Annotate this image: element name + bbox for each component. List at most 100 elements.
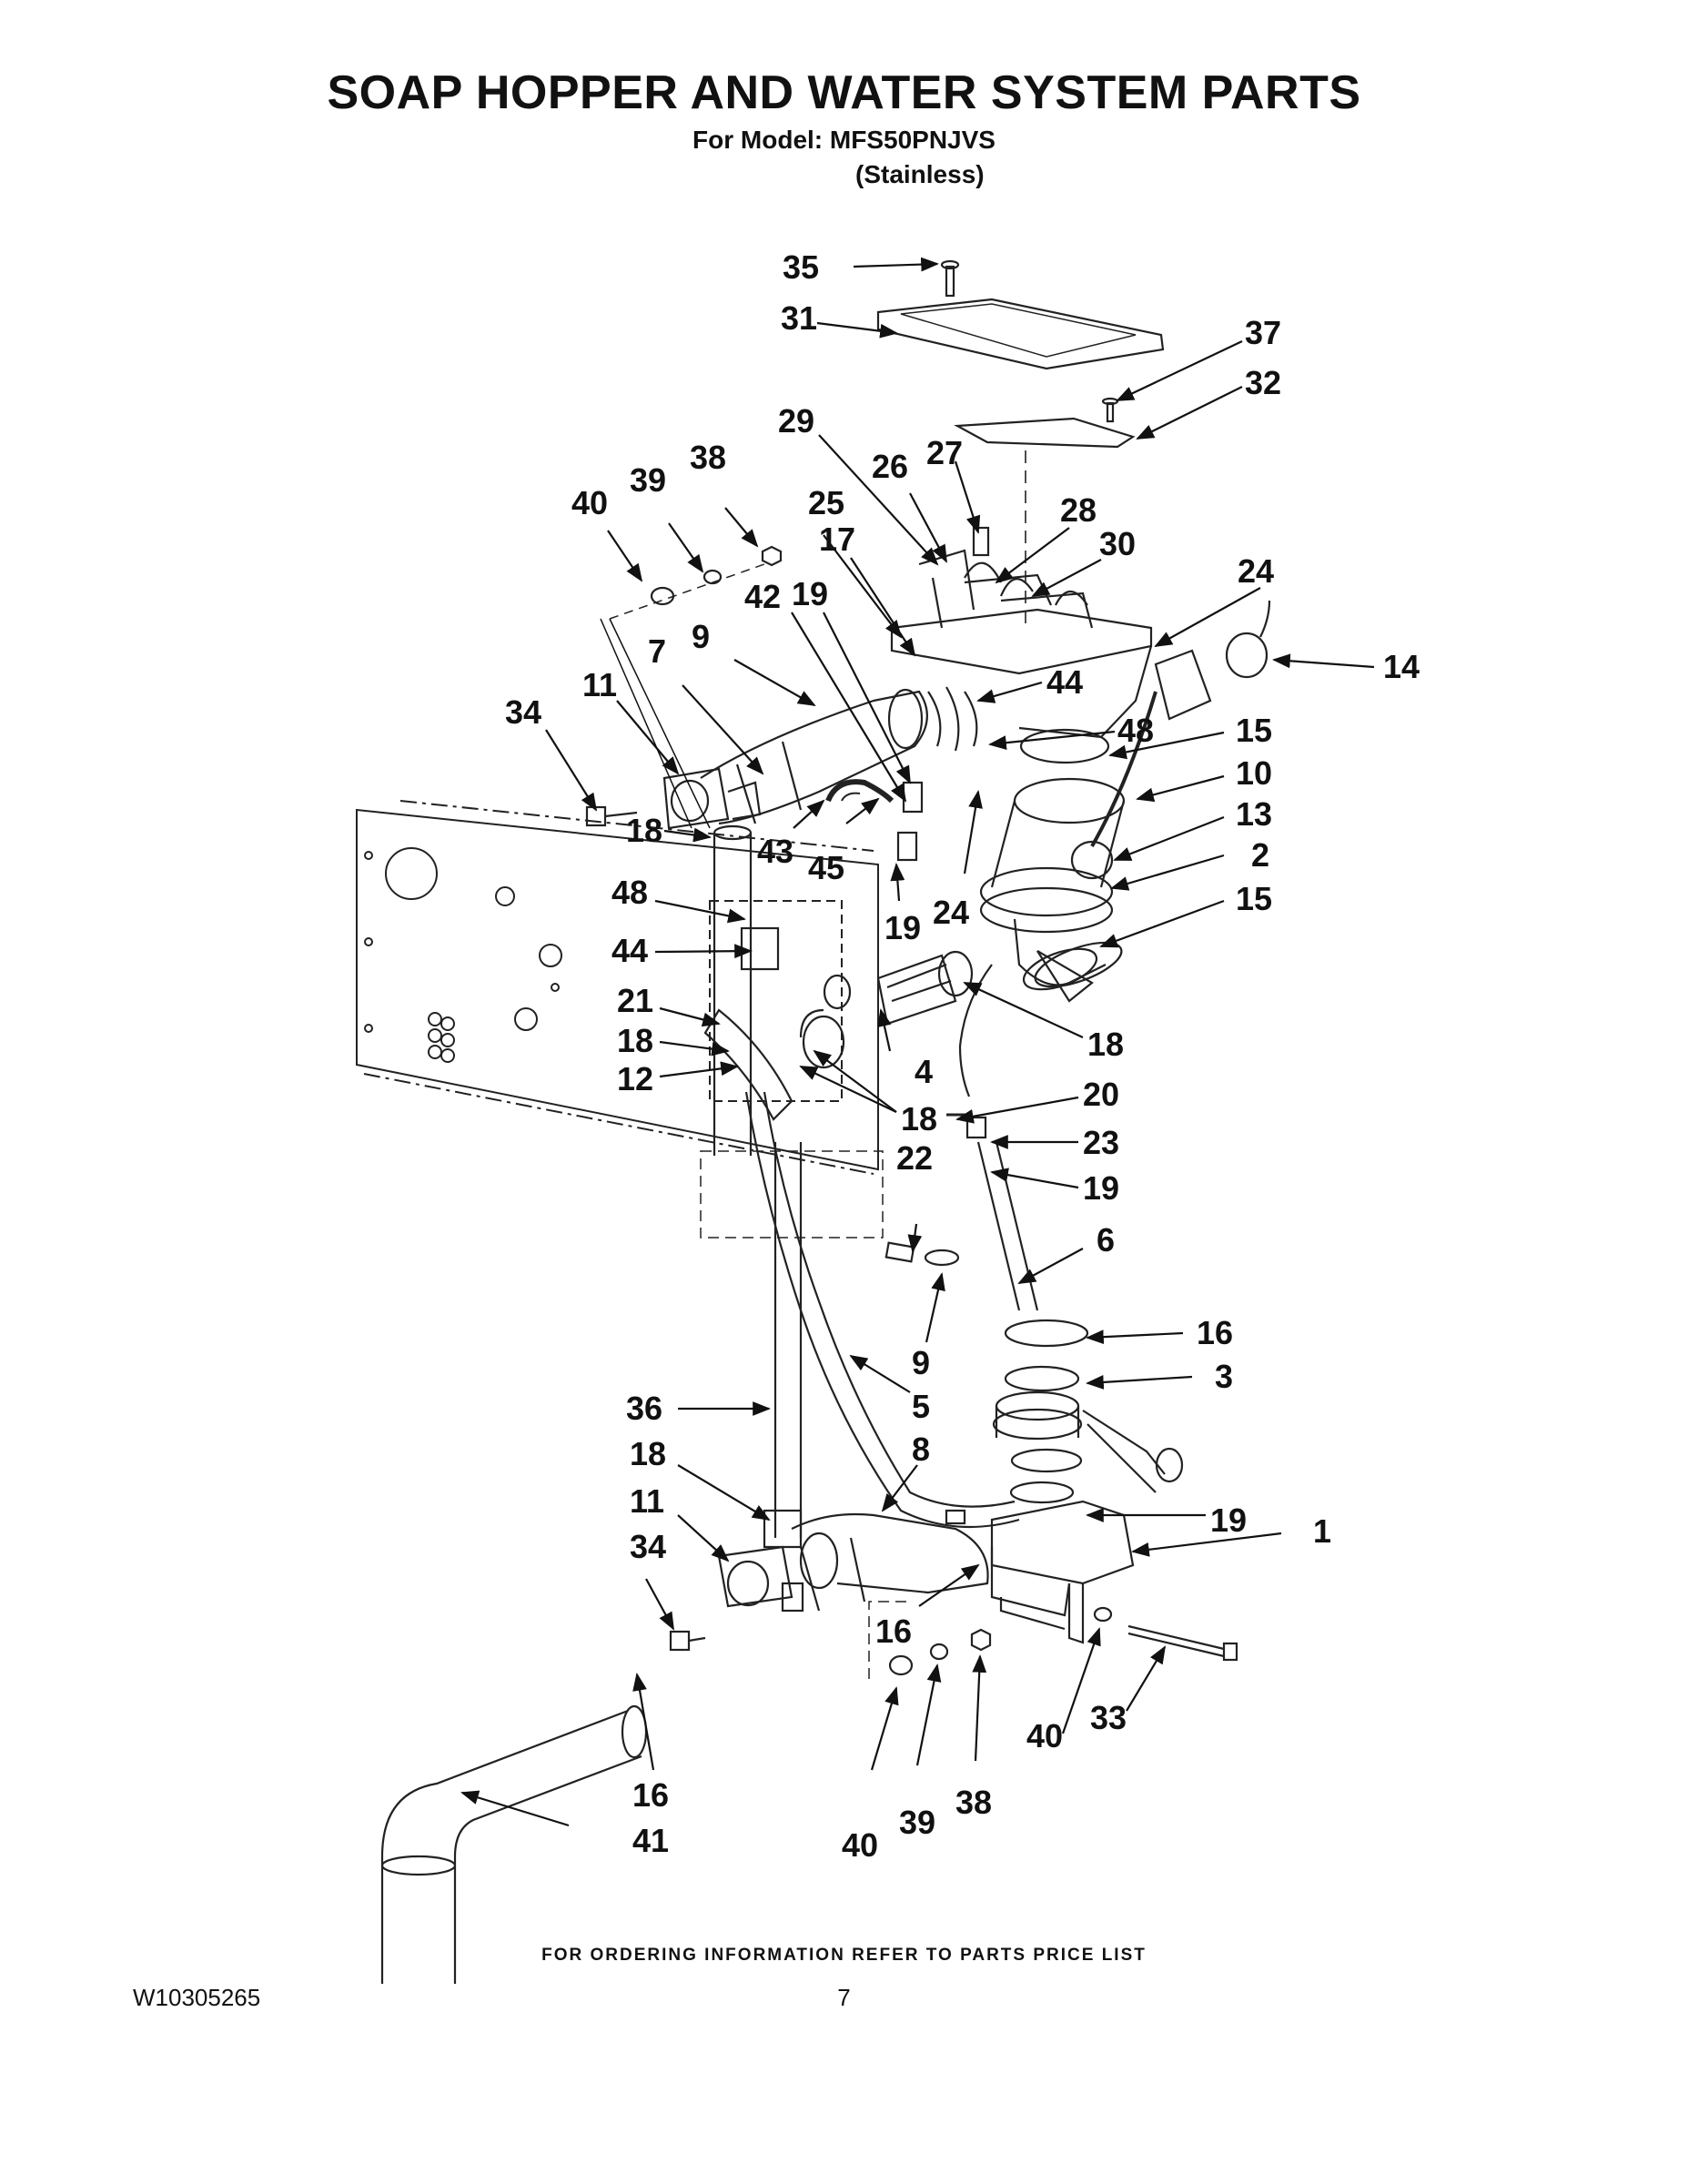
callout-9-upper: 9	[692, 618, 710, 655]
washer-40-lower-part	[888, 1654, 914, 1676]
callout-31: 31	[781, 299, 817, 337]
callout-35: 35	[783, 248, 819, 286]
callout-15-lower: 15	[1236, 880, 1272, 917]
callout-32: 32	[1245, 364, 1281, 401]
screw-37-part	[1101, 397, 1119, 423]
callout-10: 10	[1236, 754, 1272, 792]
callout-28: 28	[1060, 491, 1097, 529]
back-panel-part	[356, 800, 879, 1175]
bracket-22-part	[884, 1241, 915, 1263]
callout-38-upper: 38	[690, 439, 726, 476]
callout-19-lower: 19	[1210, 1502, 1247, 1539]
callout-8: 8	[912, 1431, 930, 1468]
callout-13: 13	[1236, 795, 1272, 833]
sleeve-7-hose-9-part	[700, 688, 928, 825]
callout-16-center: 16	[875, 1613, 912, 1650]
model-subtitle: For Model: MFS50PNJVS	[692, 126, 996, 154]
callout-18-center: 18	[901, 1100, 937, 1138]
callout-18-left: 18	[617, 1022, 653, 1059]
nut-38-upper-part	[761, 545, 783, 567]
callout-14: 14	[1383, 648, 1420, 685]
lid-31-part	[876, 298, 1165, 370]
callout-1: 1	[1313, 1512, 1331, 1550]
callout-19-mid: 19	[884, 909, 921, 946]
callout-16-left: 16	[632, 1776, 669, 1814]
page-number: 7	[837, 1984, 851, 2011]
hose-5-part	[744, 1091, 1020, 1529]
callout-39-upper: 39	[630, 461, 666, 499]
callout-3: 3	[1215, 1358, 1233, 1395]
valve-body-1-part	[945, 1500, 1135, 1644]
callout-21: 21	[617, 982, 653, 1019]
bolt-33-part	[1093, 1606, 1238, 1662]
washer-40-upper-part	[650, 586, 675, 606]
callout-24-upper: 24	[1238, 552, 1274, 590]
mixer-3-part	[992, 1319, 1184, 1504]
callout-2: 2	[1251, 836, 1269, 874]
callout-16-right: 16	[1197, 1314, 1233, 1351]
callout-18-lower: 18	[630, 1435, 666, 1472]
callout-17: 17	[819, 521, 855, 558]
page-title: SOAP HOPPER AND WATER SYSTEM PARTS	[327, 66, 1361, 119]
callout-23: 23	[1083, 1124, 1119, 1161]
callout-11-upper: 11	[582, 666, 617, 703]
callout-44-lower: 44	[612, 932, 648, 969]
callout-34-upper: 34	[505, 693, 541, 731]
callout-30: 30	[1099, 525, 1136, 562]
callout-33: 33	[1090, 1699, 1127, 1736]
callout-29: 29	[778, 402, 814, 440]
callout-44-upper: 44	[1046, 663, 1083, 701]
callout-40-lower: 40	[842, 1826, 878, 1864]
valve-12-21-part	[703, 926, 852, 1121]
callout-6: 6	[1097, 1221, 1115, 1259]
callout-39-lower: 39	[899, 1804, 935, 1841]
callout-leaders	[460, 257, 1375, 1827]
callout-labels: 35 31 37 32 29 26 27 28 30 24 14 40 39 3…	[505, 248, 1420, 1864]
callout-43: 43	[757, 833, 793, 870]
parts-drawing	[356, 259, 1271, 1984]
callout-36: 36	[626, 1390, 662, 1427]
clamp-15-lower-part	[1022, 947, 1098, 991]
inlet-2-part	[979, 728, 1126, 1003]
hose-4-part	[876, 950, 974, 1026]
washer-39-upper-part	[702, 569, 723, 585]
clamp-9-part	[924, 1249, 960, 1267]
screw-35-part	[940, 259, 960, 298]
document-number: W10305265	[133, 1984, 261, 2011]
callout-18-right: 18	[1087, 1026, 1124, 1063]
callout-45: 45	[808, 849, 844, 886]
lower-sleeve-elbow-part	[717, 1509, 989, 1613]
hose-6-part	[946, 964, 1039, 1311]
callout-40-upper: 40	[571, 484, 608, 521]
callout-40-right: 40	[1026, 1717, 1063, 1754]
filter-14-part	[1154, 600, 1271, 721]
callout-37: 37	[1245, 314, 1281, 351]
callout-34-lower: 34	[630, 1528, 666, 1565]
callout-20: 20	[1083, 1076, 1119, 1113]
callout-15-upper: 15	[1236, 712, 1272, 749]
callout-11-lower: 11	[630, 1482, 664, 1520]
vent-pipe-36-part	[713, 824, 803, 1538]
callout-19-right: 19	[1083, 1169, 1119, 1207]
callout-22: 22	[896, 1139, 933, 1177]
tube-10-part	[1090, 691, 1157, 847]
finish-subtitle: (Stainless)	[855, 160, 985, 188]
callout-48-lower: 48	[612, 874, 648, 911]
callout-24-lower: 24	[933, 894, 969, 931]
callout-12: 12	[617, 1060, 653, 1097]
elbow-11-upper-part	[662, 767, 762, 830]
plate-32-part	[954, 417, 1136, 449]
callout-41: 41	[632, 1822, 669, 1859]
callout-19-upper: 19	[792, 575, 828, 612]
nut-38-lower-part	[970, 1628, 992, 1652]
callout-9-lower: 9	[912, 1344, 930, 1381]
callout-18-top: 18	[626, 812, 662, 849]
callout-48-upper: 48	[1117, 712, 1154, 749]
callout-4: 4	[915, 1053, 933, 1090]
callout-7: 7	[648, 632, 666, 670]
callout-27: 27	[926, 434, 963, 471]
bolt-34-lower-part	[669, 1630, 706, 1652]
ordering-note: FOR ORDERING INFORMATION REFER TO PARTS …	[541, 1946, 1147, 1965]
callout-38-lower: 38	[955, 1784, 992, 1821]
